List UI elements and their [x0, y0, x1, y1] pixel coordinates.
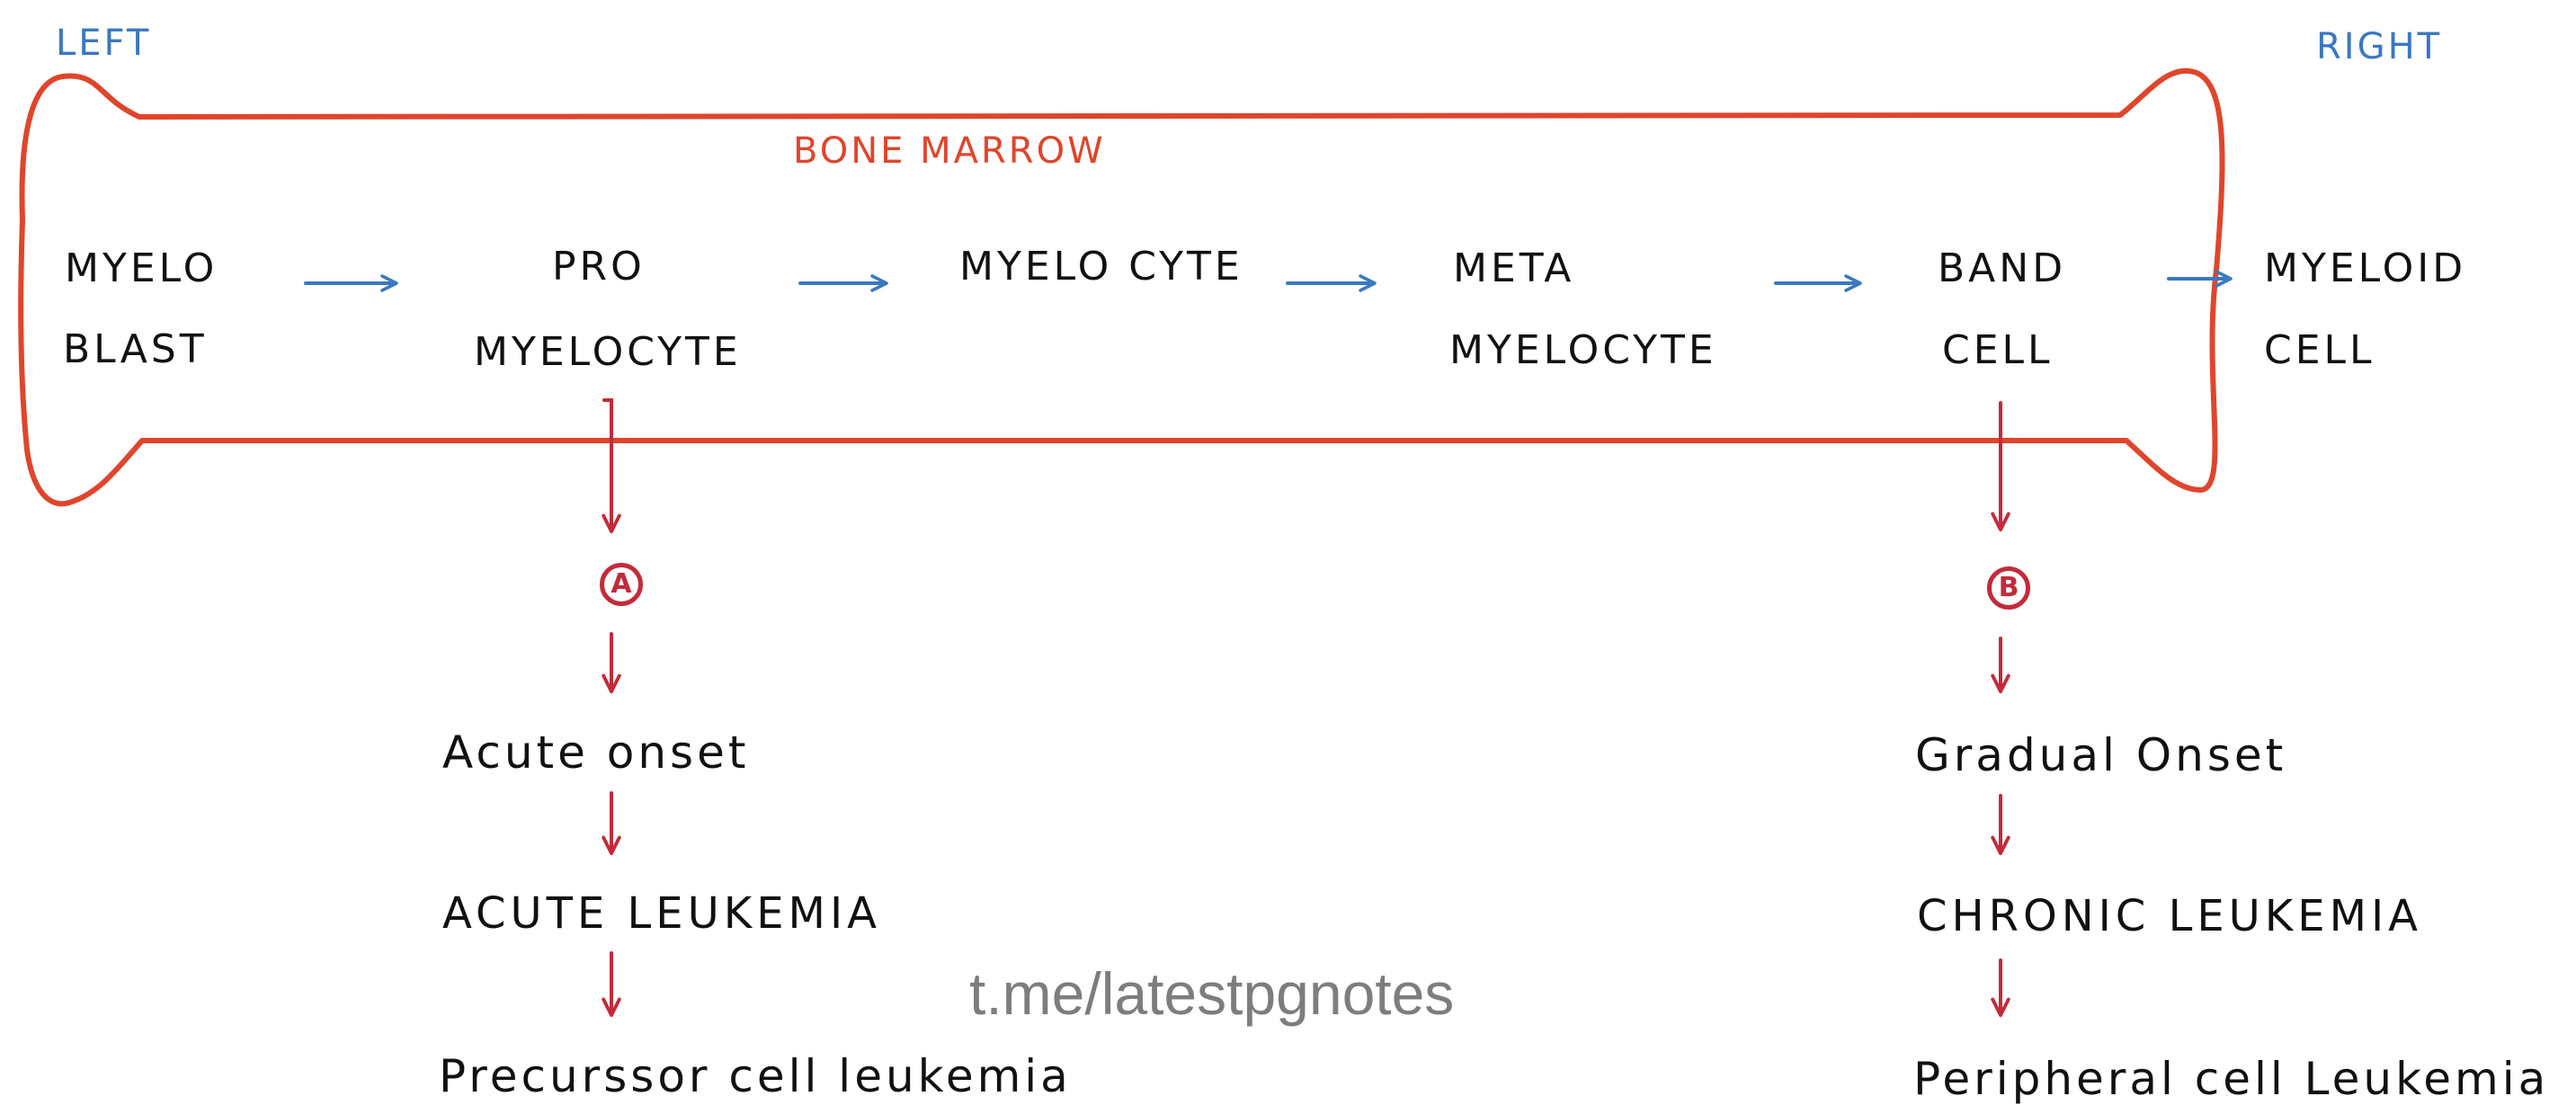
stage-myeloblast-line2: BLAST: [63, 326, 208, 372]
stage-band-cell-line1: BAND: [1938, 245, 2067, 291]
branch-a-disease: ACUTE LEUKEMIA: [442, 888, 881, 939]
branch-a-onset: Acute onset: [442, 726, 750, 779]
bone-marrow-outline: [18, 67, 2225, 507]
stage-band-cell-line2: CELL: [1942, 327, 2054, 373]
branch-a-marker: A: [600, 563, 643, 606]
branch-b-marker: B: [1987, 566, 2030, 610]
stage-myeloblast-line1: MYELO: [65, 245, 218, 291]
stage-myelocyte: MYELO CYTE: [959, 244, 1243, 290]
left-label: LEFT: [56, 22, 152, 64]
stage-myeloid-cell-line1: MYELOID: [2264, 245, 2467, 291]
stage-metamyelocyte-line1: META: [1453, 245, 1575, 291]
branch-b-onset: Gradual Onset: [1915, 729, 2287, 781]
stage-myeloid-cell-line2: CELL: [2264, 327, 2375, 373]
stage-metamyelocyte-line2: MYELOCYTE: [1449, 327, 1717, 373]
stage-promyelocyte-line1: PRO: [552, 244, 646, 290]
branch-a-cell-type: Precurssor cell leukemia: [439, 1050, 1072, 1102]
bone-marrow-label: BONE MARROW: [793, 130, 1106, 172]
branch-b-disease: CHRONIC LEUKEMIA: [1917, 891, 2422, 941]
branch-b-cell-type: Peripheral cell Leukemia: [1913, 1053, 2550, 1105]
stage-promyelocyte-line2: MYELOCYTE: [474, 329, 742, 375]
branch-a-arrow-1: [602, 398, 621, 534]
right-label: RIGHT: [2316, 26, 2443, 67]
watermark-text: t.me/latestpgnotes: [969, 960, 1455, 1027]
